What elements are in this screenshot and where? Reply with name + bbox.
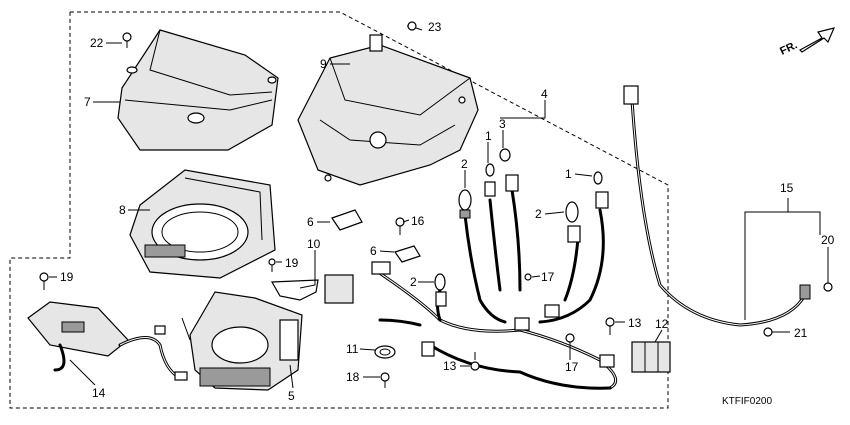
callout-22: 22 bbox=[90, 36, 104, 50]
callout-1-b: 1 bbox=[565, 167, 572, 181]
callout-4: 4 bbox=[541, 87, 548, 101]
callout-11: 11 bbox=[346, 342, 359, 356]
callout-21: 21 bbox=[794, 326, 808, 340]
wire-clamp bbox=[374, 345, 396, 359]
callout-9: 9 bbox=[320, 57, 327, 71]
front-direction-arrow: FR. bbox=[778, 27, 836, 58]
callout-1-a: 1 bbox=[485, 129, 492, 143]
callout-13-a: 13 bbox=[628, 316, 642, 330]
sub-harness bbox=[27, 301, 188, 381]
connector-block bbox=[631, 341, 671, 373]
callout-16: 16 bbox=[411, 214, 425, 228]
callout-17-b: 17 bbox=[565, 360, 579, 374]
callout-17-a: 17 bbox=[541, 270, 555, 284]
callout-19-b: 19 bbox=[285, 256, 299, 270]
callout-2-b: 2 bbox=[535, 207, 542, 221]
callout-18: 18 bbox=[346, 370, 360, 384]
callout-10: 10 bbox=[307, 237, 321, 251]
rubber-mounts bbox=[331, 209, 421, 263]
leader-lines bbox=[49, 25, 829, 389]
callout-15: 15 bbox=[780, 181, 794, 195]
direction-label: FR. bbox=[778, 39, 799, 57]
callout-2-c: 2 bbox=[410, 275, 417, 289]
speedometer-cable bbox=[623, 85, 811, 327]
callout-labels: 22 7 8 9 23 4 1 3 2 1 2 6 16 6 10 19 2 1… bbox=[60, 20, 835, 403]
meter-panel bbox=[129, 169, 276, 279]
meter-case bbox=[297, 34, 479, 186]
bulb-sockets bbox=[434, 148, 609, 307]
diagram-code: KTFIF0200 bbox=[722, 396, 772, 407]
assembly-boundary bbox=[9, 11, 669, 409]
callout-6-a: 6 bbox=[307, 215, 314, 229]
callout-20: 20 bbox=[821, 233, 835, 247]
callout-7: 7 bbox=[84, 95, 91, 109]
callout-19-a: 19 bbox=[60, 270, 74, 284]
callout-6-b: 6 bbox=[370, 244, 377, 258]
callout-23: 23 bbox=[428, 20, 442, 34]
callout-5: 5 bbox=[288, 389, 295, 403]
meter-upper-cover bbox=[117, 29, 279, 151]
callout-3: 3 bbox=[499, 117, 506, 131]
callout-8: 8 bbox=[119, 203, 126, 217]
callout-12: 12 bbox=[655, 317, 669, 331]
callout-14: 14 bbox=[92, 386, 106, 400]
bracket bbox=[270, 274, 354, 304]
meter-assembly bbox=[181, 291, 303, 391]
callout-13-b: 13 bbox=[443, 359, 457, 373]
callout-2-a: 2 bbox=[461, 157, 468, 171]
